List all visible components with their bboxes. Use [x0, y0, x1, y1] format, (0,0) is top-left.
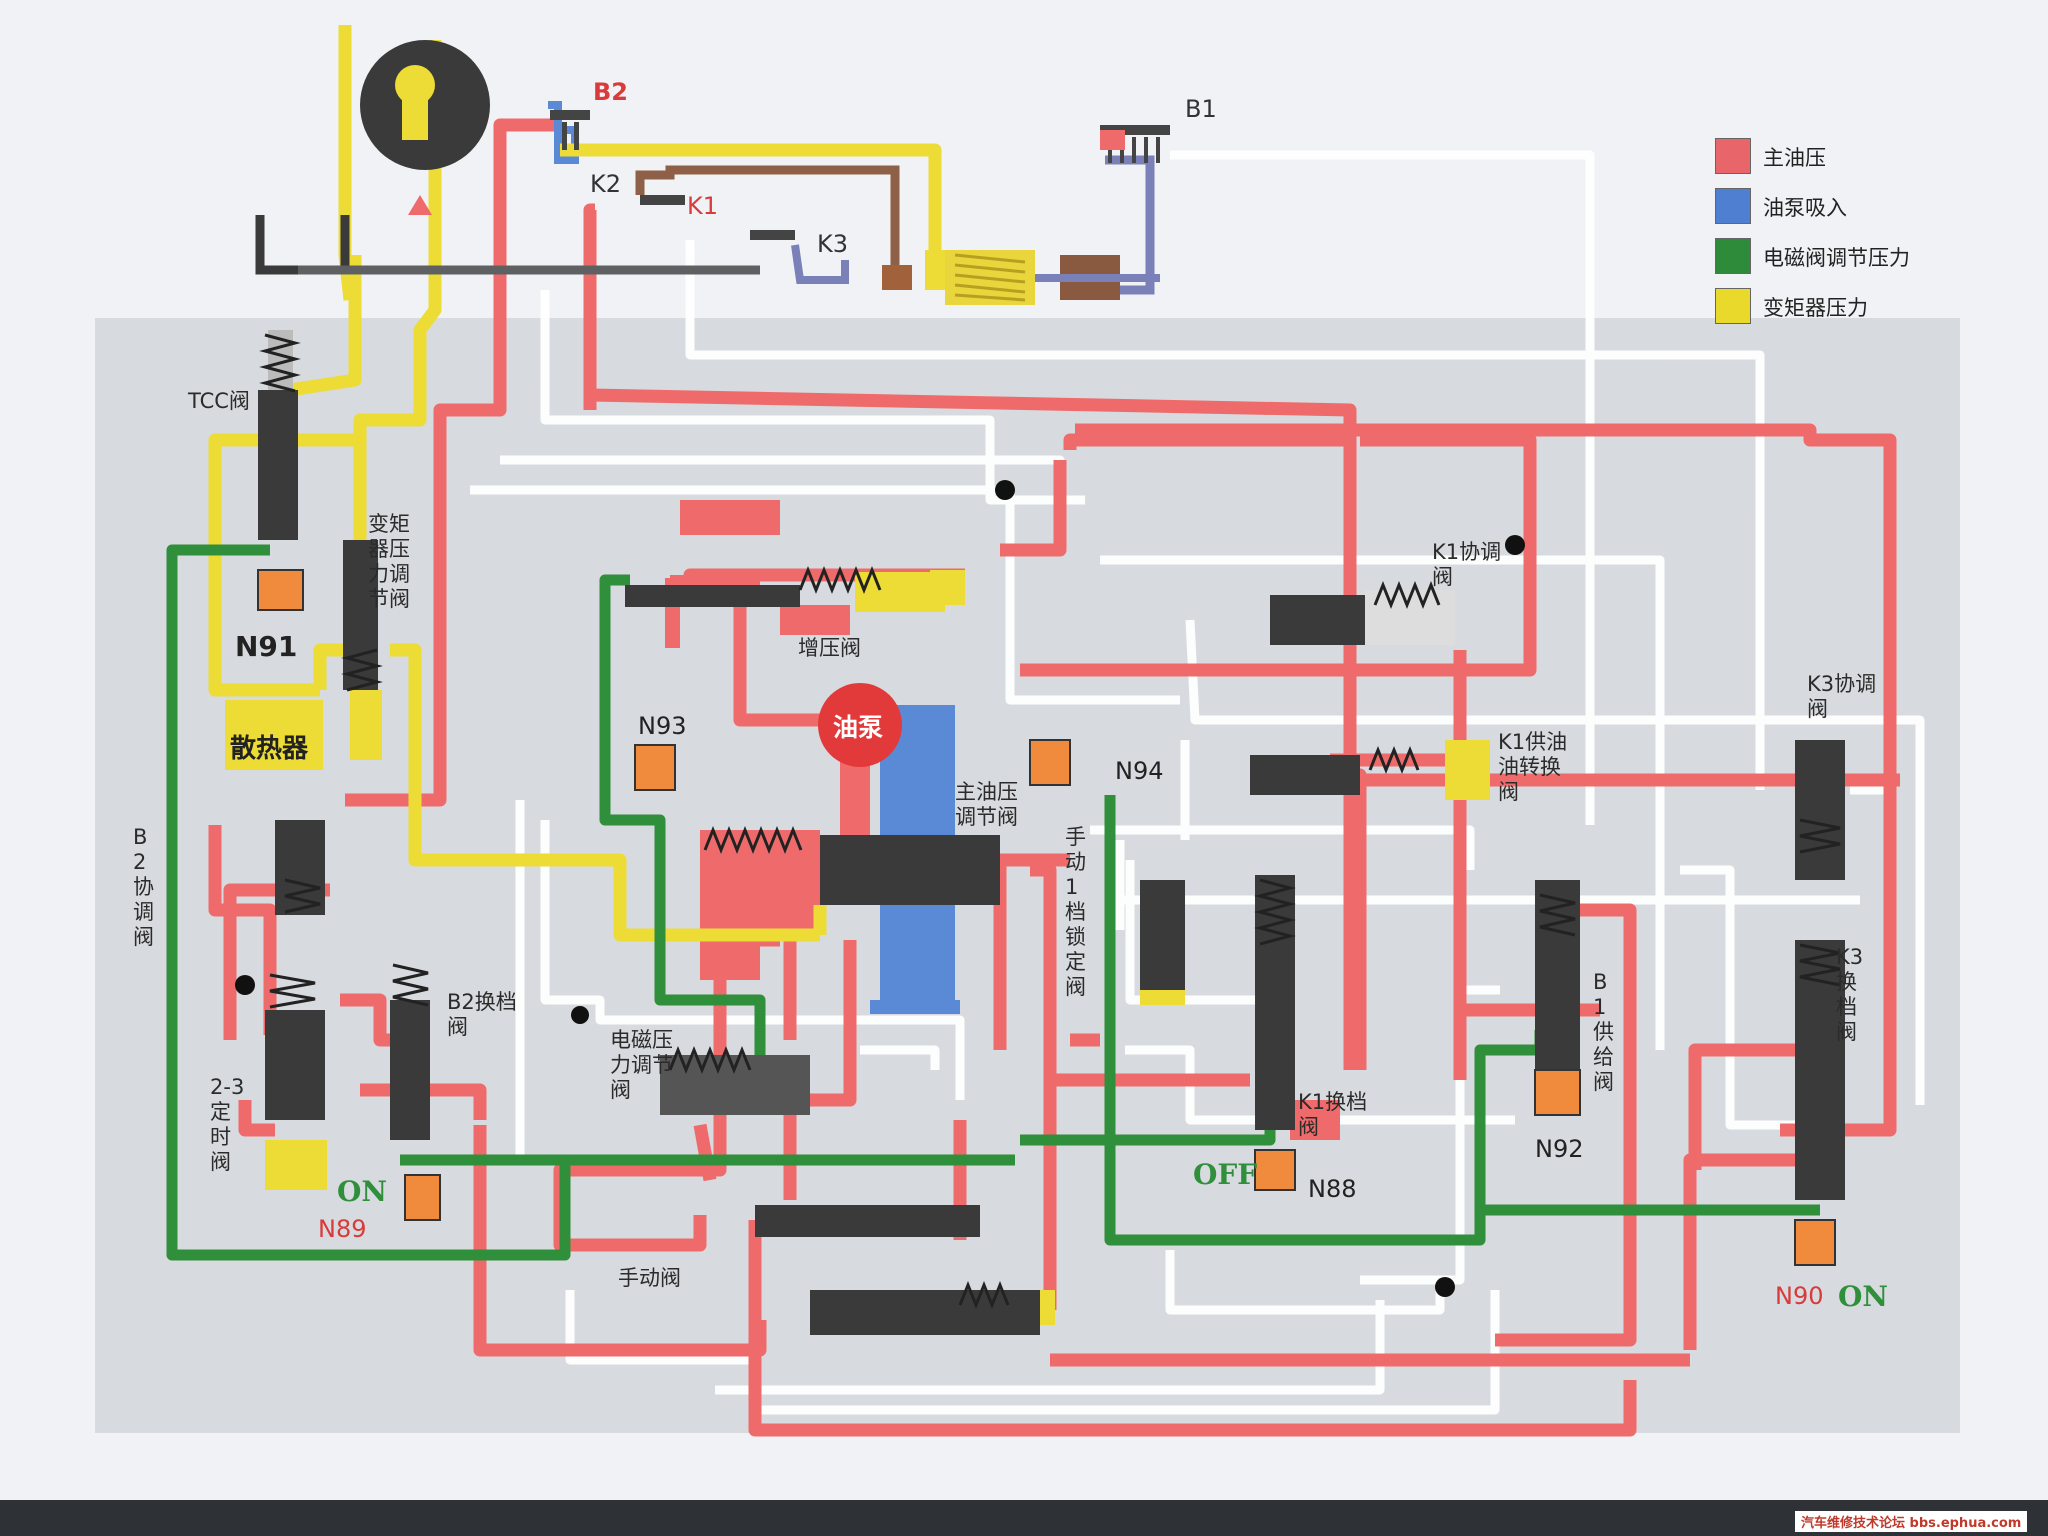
label-k1-shift: K1换档阀 — [1298, 1090, 1368, 1139]
legend-swatch — [1715, 238, 1751, 274]
solenoids — [257, 569, 1836, 1266]
label-off-n88: OFF — [1193, 1158, 1258, 1191]
label-b2: B2 — [593, 78, 628, 106]
forum-watermark: 汽车维修技术论坛 bbs.ephua.com — [1795, 1511, 2028, 1532]
main-pressure-lines — [208, 118, 1900, 1437]
legend-swatch — [1715, 138, 1751, 174]
label-n89: N89 — [318, 1215, 367, 1243]
label-k3-shift: K3换档阀 — [1836, 945, 1864, 1044]
label-b2-shift: B2换档阀 — [447, 990, 517, 1039]
label-b1: B1 — [1185, 95, 1217, 123]
b1-actuator — [1100, 130, 1125, 150]
label-b2-coord: B2协调阀 — [133, 825, 154, 949]
label-on-n89: ON — [337, 1175, 387, 1208]
label-n94: N94 — [1115, 757, 1164, 785]
label-k1-coord: K1协调阀 — [1432, 540, 1502, 589]
label-on-n90: ON — [1838, 1280, 1888, 1313]
k1-line — [635, 165, 900, 270]
legend-label: 变矩器压力 — [1763, 296, 1868, 320]
legend-label: 电磁阀调节压力 — [1763, 246, 1910, 270]
label-k3: K3 — [817, 230, 849, 258]
label-k1-supply: K1供油油转换阀 — [1498, 730, 1568, 804]
label-n92: N92 — [1535, 1135, 1584, 1163]
k3-output-coils — [954, 253, 1026, 302]
torque-converter — [255, 40, 760, 275]
check-balls — [235, 480, 1525, 1297]
label-n88: N88 — [1308, 1175, 1357, 1203]
label-b1-supply: B1供给阀 — [1593, 970, 1614, 1094]
valves — [258, 330, 1845, 1335]
legend-label: 油泵吸入 — [1763, 196, 1847, 220]
k1-piston — [882, 265, 912, 290]
legend-swatch — [1715, 188, 1751, 224]
label-cooler: 散热器 — [230, 734, 309, 764]
label-n90: N90 — [1775, 1282, 1824, 1310]
label-n93: N93 — [638, 712, 687, 740]
bottom-strip — [0, 1500, 2048, 1536]
legend-label: 主油压 — [1763, 146, 1826, 170]
label-tcc-valve: TCC阀 — [188, 389, 250, 413]
label-boost-valve: 增压阀 — [798, 636, 861, 660]
label-k2: K2 — [590, 170, 622, 198]
label-manual-valve: 手动阀 — [618, 1266, 681, 1290]
label-k1: K1 — [687, 192, 719, 220]
springs — [259, 333, 1841, 1310]
label-k3-coord: K3协调阀 — [1807, 672, 1877, 721]
label-n91: N91 — [235, 630, 298, 663]
label-2-3-timing: 2-3定时阀 — [210, 1075, 245, 1174]
pump-circle — [818, 683, 902, 767]
legend-swatch — [1715, 288, 1751, 324]
label-pump: 油泵 — [833, 713, 884, 742]
label-main-regulator: 主油压调节阀 — [955, 780, 1018, 829]
converter-pressure-lines — [208, 25, 1000, 942]
label-manual-1-lock: 手动1档锁定阀 — [1065, 825, 1086, 999]
label-converter-valve: 变矩器压力调节阀 — [368, 512, 410, 611]
label-solenoid-reg: 电磁压力调节阀 — [610, 1028, 673, 1102]
